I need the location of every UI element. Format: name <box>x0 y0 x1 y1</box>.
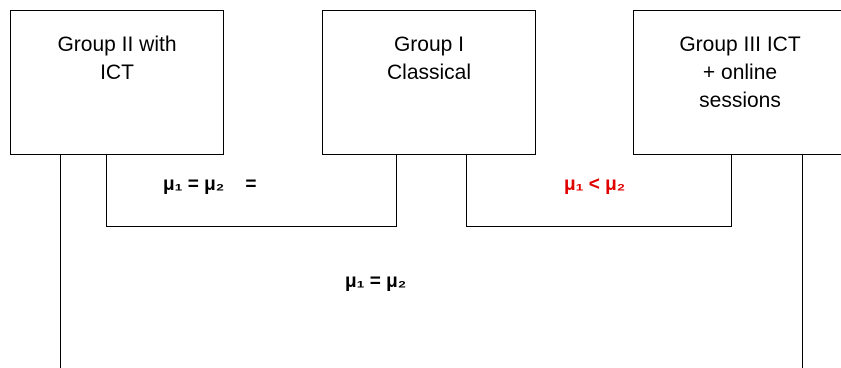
comparison-group2-group1: μ₁ = μ₂ = <box>163 174 257 195</box>
group2-label: Group II with ICT <box>57 33 177 84</box>
bracket1-right-line <box>396 155 397 227</box>
bracket1-left-line <box>106 155 107 227</box>
bracket2-bottom-line <box>466 226 732 227</box>
outer-bracket-right-line <box>802 155 803 368</box>
comparison-group1-group3: μ₁ < μ₂ <box>564 174 626 195</box>
group2-box: Group II with ICT <box>10 10 224 155</box>
bracket2-left-line <box>466 155 467 227</box>
group1-label: Group I Classical <box>386 33 472 84</box>
group3-box: Group III ICT + online sessions <box>633 10 841 155</box>
group3-label: Group III ICT + online sessions <box>679 33 801 112</box>
bracket1-bottom-line <box>106 226 397 227</box>
group1-box: Group I Classical <box>322 10 536 155</box>
comparison-group2-group3: μ₁ = μ₂ <box>345 271 407 292</box>
outer-bracket-left-line <box>60 155 61 368</box>
bracket2-right-line <box>731 155 732 227</box>
